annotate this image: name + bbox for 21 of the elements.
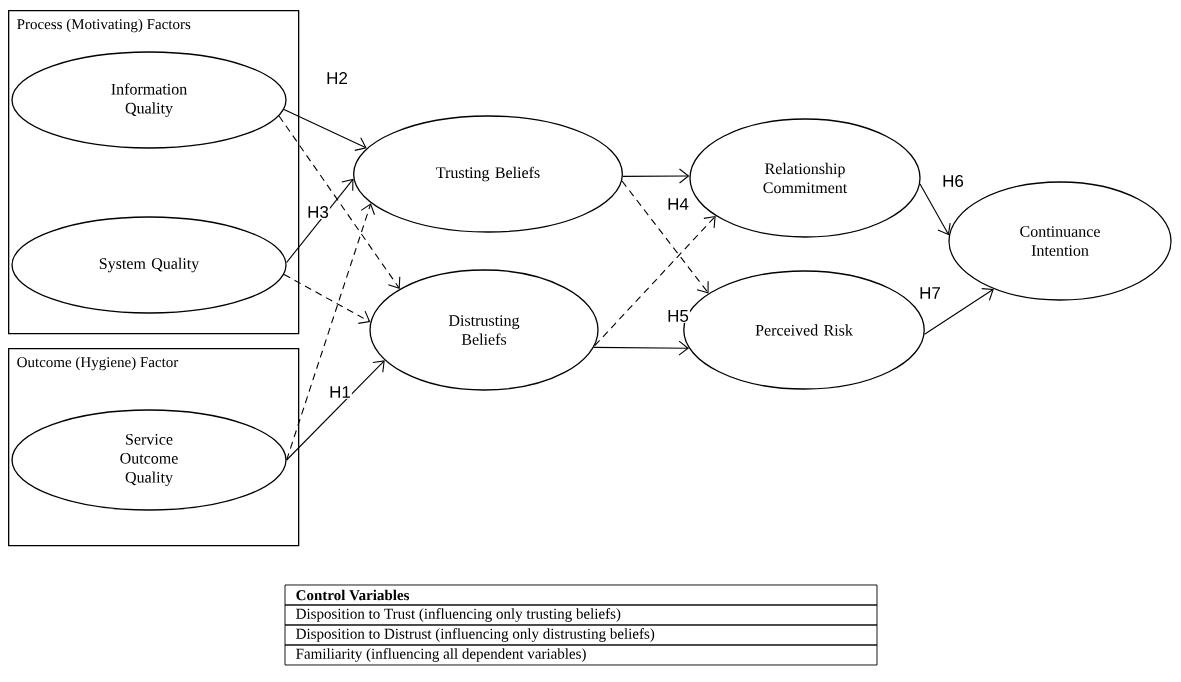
arrow [594,215,716,347]
table-cell: Disposition to Trust (influencing only trusting beliefs) [284,604,878,626]
arrow [283,108,367,151]
arrow [286,360,385,461]
table-cell: Familiarity (influencing all dependent variables) [284,644,878,666]
arrow [278,115,401,289]
arrow [283,273,371,324]
edge-label: H5 [666,309,690,323]
arrow [622,168,690,184]
arrow [919,183,951,236]
edge-label: H3 [306,205,330,219]
arrow [286,203,376,461]
edge-label: H4 [666,197,690,211]
arrow [593,340,689,356]
arrow [621,180,709,294]
table-cell: Disposition to Distrust (influencing only distrusting beliefs) [284,624,878,646]
arrow [285,178,354,264]
arrow [924,288,994,335]
edge-label: H2 [325,71,349,85]
table-cell: Control Variables [284,584,878,606]
edge-label: H1 [328,385,352,399]
